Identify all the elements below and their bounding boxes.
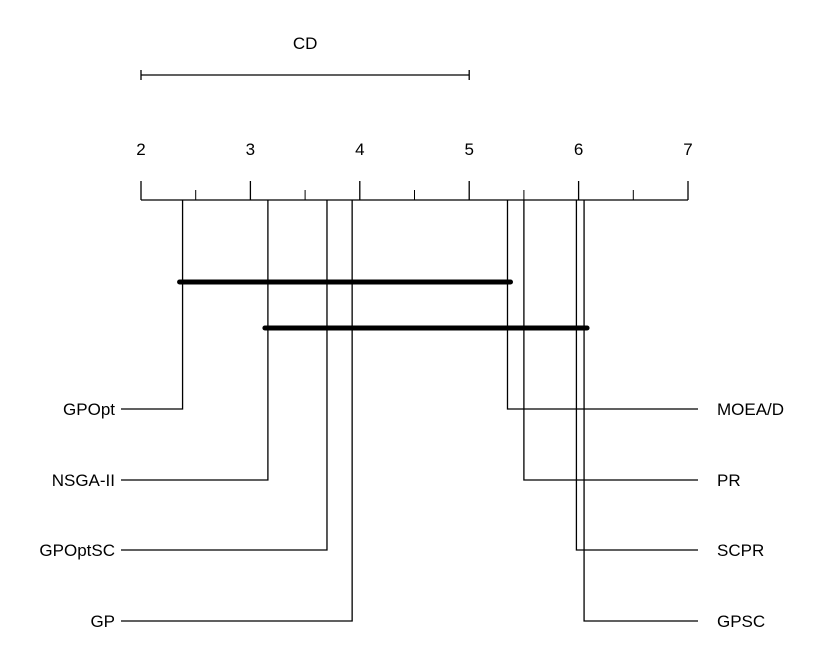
method-label: PR [717, 471, 741, 490]
cd-bar-group: CD [140, 34, 470, 80]
rank-axis: 2 3 4 5 6 7 [136, 140, 693, 201]
method-label: SCPR [717, 541, 764, 560]
method-label: GPSC [717, 612, 765, 631]
method-connector [575, 200, 698, 551]
method-connector [583, 200, 698, 622]
method-label: GP [90, 612, 115, 631]
method-label: NSGA-II [52, 471, 115, 490]
method-connector [121, 200, 328, 551]
axis-tick-label: 6 [574, 140, 583, 159]
method-connector [523, 200, 698, 481]
method-label: GPOptSC [39, 541, 115, 560]
axis-tick-label: 5 [464, 140, 473, 159]
method-connector [121, 200, 184, 410]
method-connector [506, 200, 698, 410]
axis-tick-label: 3 [246, 140, 255, 159]
method-label: MOEA/D [717, 400, 784, 419]
axis-tick-label: 7 [683, 140, 692, 159]
method-connector [121, 200, 269, 481]
method-connector [121, 200, 353, 622]
clique-bars [177, 279, 590, 331]
method-label: GPOpt [63, 400, 115, 419]
cd-label: CD [293, 34, 318, 53]
axis-tick-label: 4 [355, 140, 364, 159]
axis-tick-label: 2 [136, 140, 145, 159]
